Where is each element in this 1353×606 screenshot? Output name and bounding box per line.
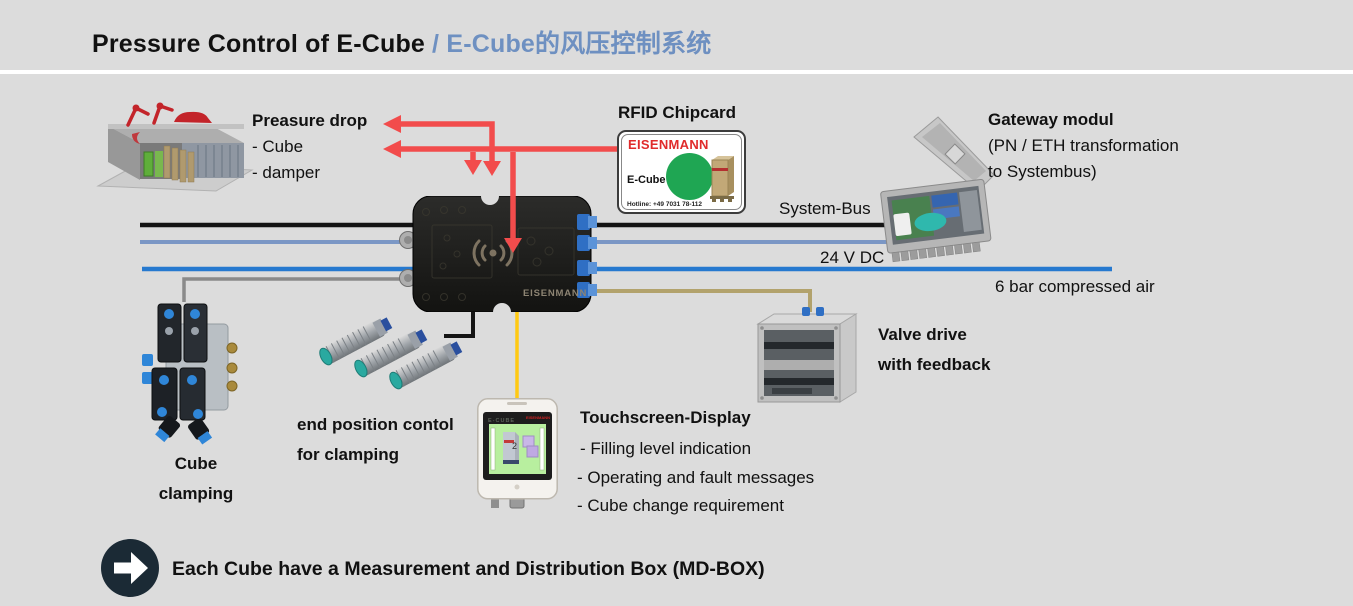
gateway-subtitle-2: to Systembus) xyxy=(988,162,1097,181)
header-divider xyxy=(0,70,1353,74)
rfid-card-brand: EISENMANN xyxy=(628,137,709,152)
system-bus-label: System-Bus xyxy=(779,199,871,218)
gateway-subtitle-1: (PN / ETH transformation xyxy=(988,136,1179,155)
rfid-card: EISENMANN E-Cube Hotline: +49 7031 78-11… xyxy=(617,130,746,214)
md-box: EISENMANN xyxy=(399,196,604,312)
valve-drive-label-1: Valve drive xyxy=(878,325,967,344)
sensor-1 xyxy=(319,317,393,366)
page-title-zh: / E-Cube的风压控制系统 xyxy=(432,30,712,58)
rfid-title: RFID Chipcard xyxy=(618,103,737,122)
end-position-label-1: end position contol xyxy=(297,415,454,434)
display-level-value: 2 xyxy=(512,441,518,451)
pressure-drop-arrow-1 xyxy=(398,121,495,162)
rfid-card-cabinet-image xyxy=(710,156,734,202)
rfid-card-green-circle xyxy=(666,153,713,200)
touchscreen-image: E-CUBE EISENMANN 2 xyxy=(477,398,558,511)
valve-drive-label-2: with feedback xyxy=(878,355,991,374)
md-box-left-connectors xyxy=(399,231,417,287)
md-box-right-fittings xyxy=(577,214,597,298)
wireless-icon xyxy=(472,239,514,267)
sensor-3 xyxy=(389,341,463,390)
rfid-card-border xyxy=(621,134,742,210)
pressure-drop-title: Preasure drop xyxy=(252,111,368,130)
e-cube-image xyxy=(96,102,254,192)
display-brand-text: E-CUBE xyxy=(488,418,516,424)
touchscreen-item-1: - Filling level indication xyxy=(580,439,752,458)
pressure-drop-item-damper: - damper xyxy=(252,163,321,182)
rfid-card-product: E-Cube xyxy=(627,174,666,186)
right-arrow-icon xyxy=(114,552,148,584)
air-label: 6 bar compressed air xyxy=(995,277,1155,296)
gateway-title: Gateway modul xyxy=(988,110,1114,129)
end-position-sensors-image xyxy=(319,317,463,390)
md-box-brand-text: EISENMANN xyxy=(523,288,588,299)
cube-clamping-label-1: Cube xyxy=(174,454,218,473)
touchscreen-item-2: - Operating and fault messages xyxy=(577,468,815,487)
end-position-label-2: for clamping xyxy=(297,445,400,464)
rfid-card-hotline: Hotline: +49 7031 78-112 xyxy=(627,201,702,208)
sensor-2 xyxy=(354,329,428,378)
power-label: 24 V DC xyxy=(820,248,885,267)
touchscreen-title: Touchscreen-Display xyxy=(580,408,751,427)
valve-drive-image xyxy=(756,307,858,403)
footer-text: Each Cube have a Measurement and Distrib… xyxy=(172,558,765,580)
touchscreen-item-3: - Cube change requirement xyxy=(577,496,784,515)
cube-clamping-label-2: clamping xyxy=(158,484,234,503)
page-title: Pressure Control of E-Cube/ E-Cube的风压控制系… xyxy=(92,24,711,60)
page-title-en: Pressure Control of E-Cube xyxy=(92,30,426,58)
pressure-drop-item-cube: - Cube xyxy=(252,137,304,156)
cube-clamping-image xyxy=(142,303,238,445)
gateway-image xyxy=(880,116,995,263)
display-logo-text: EISENMANN xyxy=(525,415,550,420)
footer-arrow-badge xyxy=(101,539,159,597)
